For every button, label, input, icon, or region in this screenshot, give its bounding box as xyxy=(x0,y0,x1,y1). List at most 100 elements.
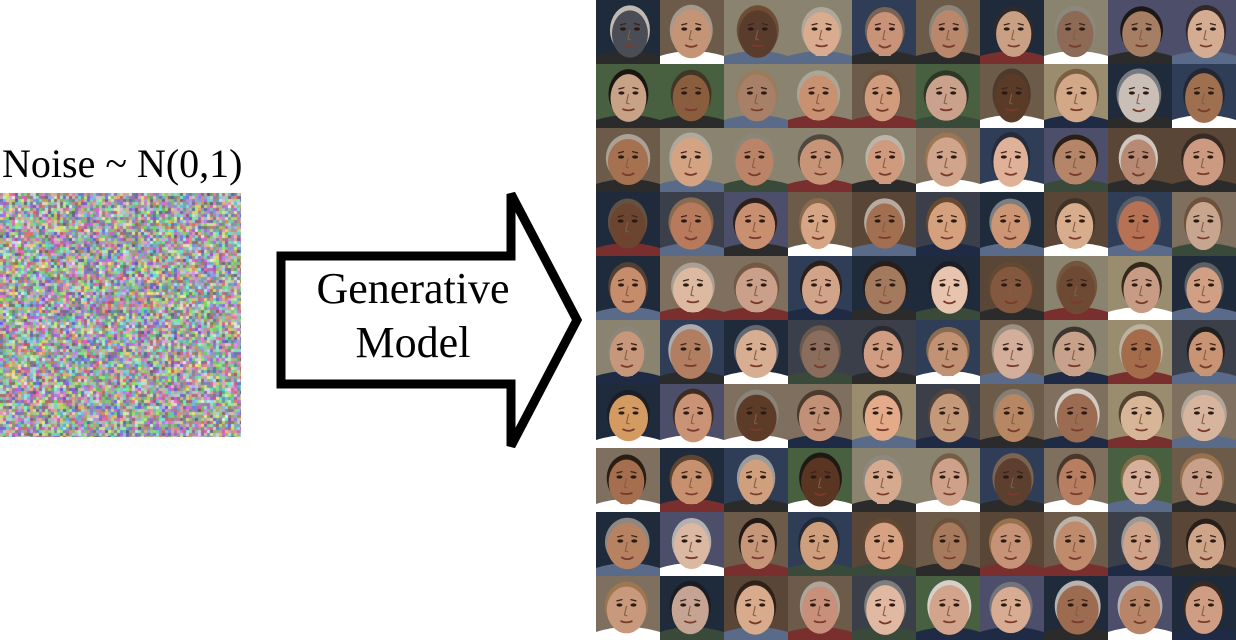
face-thumbnail xyxy=(916,320,980,384)
face-thumbnail xyxy=(916,576,980,640)
face-thumbnail xyxy=(916,448,980,512)
face-thumbnail xyxy=(1108,448,1172,512)
face-thumbnail xyxy=(788,448,852,512)
face-thumbnail xyxy=(660,64,724,128)
face-thumbnail xyxy=(660,256,724,320)
face-thumbnail xyxy=(1108,128,1172,192)
face-thumbnail xyxy=(1172,384,1236,448)
face-thumbnail xyxy=(660,128,724,192)
face-thumbnail xyxy=(980,448,1044,512)
face-thumbnail xyxy=(852,512,916,576)
face-thumbnail xyxy=(852,448,916,512)
face-thumbnail xyxy=(852,320,916,384)
face-thumbnail xyxy=(788,64,852,128)
face-thumbnail xyxy=(852,128,916,192)
face-thumbnail xyxy=(788,192,852,256)
face-thumbnail xyxy=(660,192,724,256)
face-thumbnail xyxy=(1172,448,1236,512)
face-thumbnail xyxy=(980,0,1044,64)
face-thumbnail xyxy=(596,128,660,192)
face-thumbnail xyxy=(980,512,1044,576)
face-thumbnail xyxy=(660,448,724,512)
face-thumbnail xyxy=(660,576,724,640)
face-thumbnail xyxy=(596,576,660,640)
face-thumbnail xyxy=(1044,576,1108,640)
noise-label: Noise ~ N(0,1) xyxy=(2,141,243,186)
face-thumbnail xyxy=(1044,192,1108,256)
face-thumbnail xyxy=(980,128,1044,192)
face-thumbnail xyxy=(596,448,660,512)
face-thumbnail xyxy=(980,384,1044,448)
noise-image xyxy=(0,193,241,437)
face-thumbnail xyxy=(1044,384,1108,448)
face-thumbnail xyxy=(596,320,660,384)
face-thumbnail xyxy=(1172,192,1236,256)
face-thumbnail xyxy=(852,64,916,128)
face-thumbnail xyxy=(1044,512,1108,576)
face-thumbnail xyxy=(724,576,788,640)
model-label-line1: Generative xyxy=(316,264,510,313)
face-thumbnail xyxy=(724,64,788,128)
face-thumbnail xyxy=(1044,448,1108,512)
face-thumbnail xyxy=(980,64,1044,128)
face-thumbnail xyxy=(596,0,660,64)
face-thumbnail xyxy=(788,320,852,384)
face-thumbnail xyxy=(1044,64,1108,128)
face-thumbnail xyxy=(1172,256,1236,320)
face-thumbnail xyxy=(1044,0,1108,64)
face-thumbnail xyxy=(660,384,724,448)
face-thumbnail xyxy=(660,0,724,64)
face-thumbnail xyxy=(852,384,916,448)
face-thumbnail xyxy=(852,256,916,320)
face-thumbnail xyxy=(596,64,660,128)
face-thumbnail xyxy=(1172,0,1236,64)
face-thumbnail xyxy=(724,128,788,192)
face-thumbnail xyxy=(788,0,852,64)
face-thumbnail xyxy=(724,384,788,448)
face-thumbnail xyxy=(1172,128,1236,192)
face-thumbnail xyxy=(596,256,660,320)
face-thumbnail xyxy=(724,448,788,512)
face-thumbnail xyxy=(1108,576,1172,640)
face-thumbnail xyxy=(980,576,1044,640)
face-thumbnail xyxy=(724,512,788,576)
generated-faces-grid xyxy=(596,0,1236,640)
face-thumbnail xyxy=(1172,576,1236,640)
face-thumbnail xyxy=(916,512,980,576)
face-thumbnail xyxy=(1172,320,1236,384)
face-thumbnail xyxy=(724,192,788,256)
generative-model-label: Generative Model xyxy=(282,262,544,370)
face-thumbnail xyxy=(916,192,980,256)
face-thumbnail xyxy=(852,192,916,256)
face-thumbnail xyxy=(1044,320,1108,384)
face-thumbnail xyxy=(916,0,980,64)
generative-model-arrow xyxy=(276,191,583,449)
face-thumbnail xyxy=(788,256,852,320)
face-thumbnail xyxy=(916,384,980,448)
face-thumbnail xyxy=(916,128,980,192)
face-thumbnail xyxy=(596,384,660,448)
face-thumbnail xyxy=(724,0,788,64)
face-thumbnail xyxy=(1108,320,1172,384)
face-thumbnail xyxy=(980,320,1044,384)
face-thumbnail xyxy=(1108,64,1172,128)
face-thumbnail xyxy=(1044,128,1108,192)
face-thumbnail xyxy=(724,256,788,320)
face-thumbnail xyxy=(788,576,852,640)
face-thumbnail xyxy=(1172,512,1236,576)
face-thumbnail xyxy=(1108,384,1172,448)
face-thumbnail xyxy=(1172,64,1236,128)
face-thumbnail xyxy=(852,576,916,640)
face-thumbnail xyxy=(596,192,660,256)
face-thumbnail xyxy=(788,512,852,576)
model-label-line2: Model xyxy=(355,318,471,367)
face-thumbnail xyxy=(980,192,1044,256)
face-thumbnail xyxy=(1044,256,1108,320)
face-thumbnail xyxy=(1108,512,1172,576)
face-thumbnail xyxy=(916,64,980,128)
face-thumbnail xyxy=(980,256,1044,320)
face-thumbnail xyxy=(916,256,980,320)
face-thumbnail xyxy=(1108,256,1172,320)
face-thumbnail xyxy=(788,128,852,192)
face-thumbnail xyxy=(724,320,788,384)
